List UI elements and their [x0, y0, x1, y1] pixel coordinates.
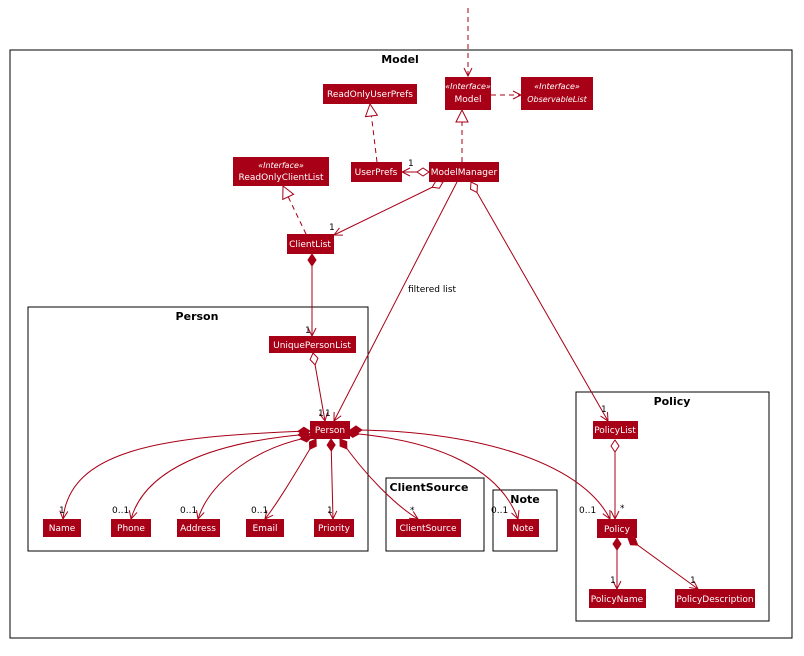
edge-person-policy	[350, 430, 610, 519]
class-priority-name: Priority	[318, 524, 351, 534]
package-note-title: Note	[510, 493, 539, 506]
mult-person-note: 0..1	[491, 506, 508, 516]
package-model: Model	[9, 49, 793, 639]
edge-person-priority	[331, 439, 333, 519]
class-note: Note	[507, 519, 539, 537]
mult-person-policy: 0..1	[579, 506, 596, 516]
class-priority: Priority	[314, 519, 354, 537]
edges	[63, 8, 698, 589]
edge-policy-policydescription	[628, 538, 698, 589]
edge-modelmanager-person-filtered	[334, 181, 458, 421]
mult-clientlist-uniquepersonlist: 1	[305, 326, 311, 336]
class-observable-list-name: ObservableList	[527, 95, 587, 104]
mult-modelmanager-userprefs: 1	[408, 159, 414, 169]
class-client-source: ClientSource	[396, 519, 461, 537]
class-address-name: Address	[180, 524, 216, 534]
package-client-source: ClientSource	[385, 477, 485, 552]
class-policy-description-name: PolicyDescription	[676, 595, 753, 605]
edge-modelmanager-clientlist	[334, 182, 443, 235]
edge-uniquepersonlist-person	[313, 353, 325, 421]
class-model-name: Model	[454, 95, 481, 105]
class-read-only-client-list-name: ReadOnlyClientList	[238, 173, 323, 183]
class-person: Person	[310, 421, 350, 439]
class-observable-list-interface: «Interface» ObservableList	[521, 77, 593, 110]
class-unique-person-list-name: UniquePersonList	[273, 341, 351, 351]
mult-policy-policyname: 1	[610, 576, 616, 586]
mult-uniquepersonlist-person-a: 1	[318, 409, 324, 419]
edge-label-filtered-list: filtered list	[408, 285, 457, 295]
class-unique-person-list: UniquePersonList	[269, 336, 356, 353]
class-client-list: ClientList	[287, 234, 334, 254]
package-model-title: Model	[381, 53, 419, 66]
class-phone: Phone	[111, 519, 151, 537]
package-policy-title: Policy	[654, 395, 691, 408]
edge-person-phone	[131, 434, 310, 519]
edge-modelmanager-policylist	[471, 182, 608, 421]
mult-modelmanager-policylist: 1	[601, 405, 607, 415]
class-model-manager-name: ModelManager	[431, 168, 498, 178]
class-name-name: Name	[49, 524, 76, 534]
class-read-only-client-list-interface: «Interface» ReadOnlyClientList	[233, 157, 329, 186]
mult-person-phone: 0..1	[112, 506, 129, 516]
class-policy-list-name: PolicyList	[594, 426, 636, 436]
edge-clientlist-realizes-readonlyclientlist	[283, 186, 307, 235]
class-policy-description: PolicyDescription	[675, 589, 755, 608]
class-policy: Policy	[597, 519, 637, 538]
mult-person-priority: 1	[327, 506, 333, 516]
package-person-title: Person	[176, 310, 219, 323]
class-model-manager: ModelManager	[429, 162, 499, 182]
edge-person-clientsource	[340, 439, 418, 519]
class-client-list-name: ClientList	[289, 240, 331, 250]
mult-person-address: 0..1	[180, 506, 197, 516]
class-address: Address	[177, 519, 220, 537]
mult-modelmanager-clientlist: 1	[329, 223, 335, 233]
class-policy-name: Policy	[604, 525, 631, 535]
class-client-source-name: ClientSource	[400, 524, 457, 534]
mult-uniquepersonlist-person-b: 1	[325, 409, 331, 419]
package-client-source-title: ClientSource	[390, 481, 469, 494]
class-observable-list-stereotype: «Interface»	[534, 82, 580, 91]
class-policy-name: PolicyName	[589, 589, 646, 608]
class-phone-name: Phone	[117, 524, 145, 534]
class-policy-name-name: PolicyName	[591, 595, 644, 605]
class-user-prefs: UserPrefs	[351, 162, 402, 182]
class-person-name: Person	[315, 426, 345, 436]
class-model-interface: «Interface» Model	[445, 77, 491, 110]
mult-policy-policydescription: 1	[690, 576, 696, 586]
class-note-name: Note	[512, 524, 534, 534]
class-name: Name	[43, 519, 81, 537]
class-email-name: Email	[253, 524, 278, 534]
mult-person-name: 1	[59, 506, 65, 516]
mult-person-clientsource: *	[410, 506, 415, 516]
mult-person-email: 0..1	[251, 506, 268, 516]
class-read-only-client-list-stereotype: «Interface»	[258, 161, 304, 170]
class-model-stereotype: «Interface»	[445, 82, 491, 91]
edge-userprefs-realizes-readonlyuserprefs	[370, 104, 377, 163]
class-read-only-user-prefs-name: ReadOnlyUserPrefs	[327, 90, 413, 100]
mult-policylist-policy: *	[620, 504, 625, 514]
class-user-prefs-name: UserPrefs	[355, 168, 398, 178]
class-policy-list: PolicyList	[593, 421, 638, 439]
class-read-only-user-prefs: ReadOnlyUserPrefs	[323, 84, 417, 104]
edge-person-email	[265, 439, 316, 519]
class-email: Email	[246, 519, 284, 537]
